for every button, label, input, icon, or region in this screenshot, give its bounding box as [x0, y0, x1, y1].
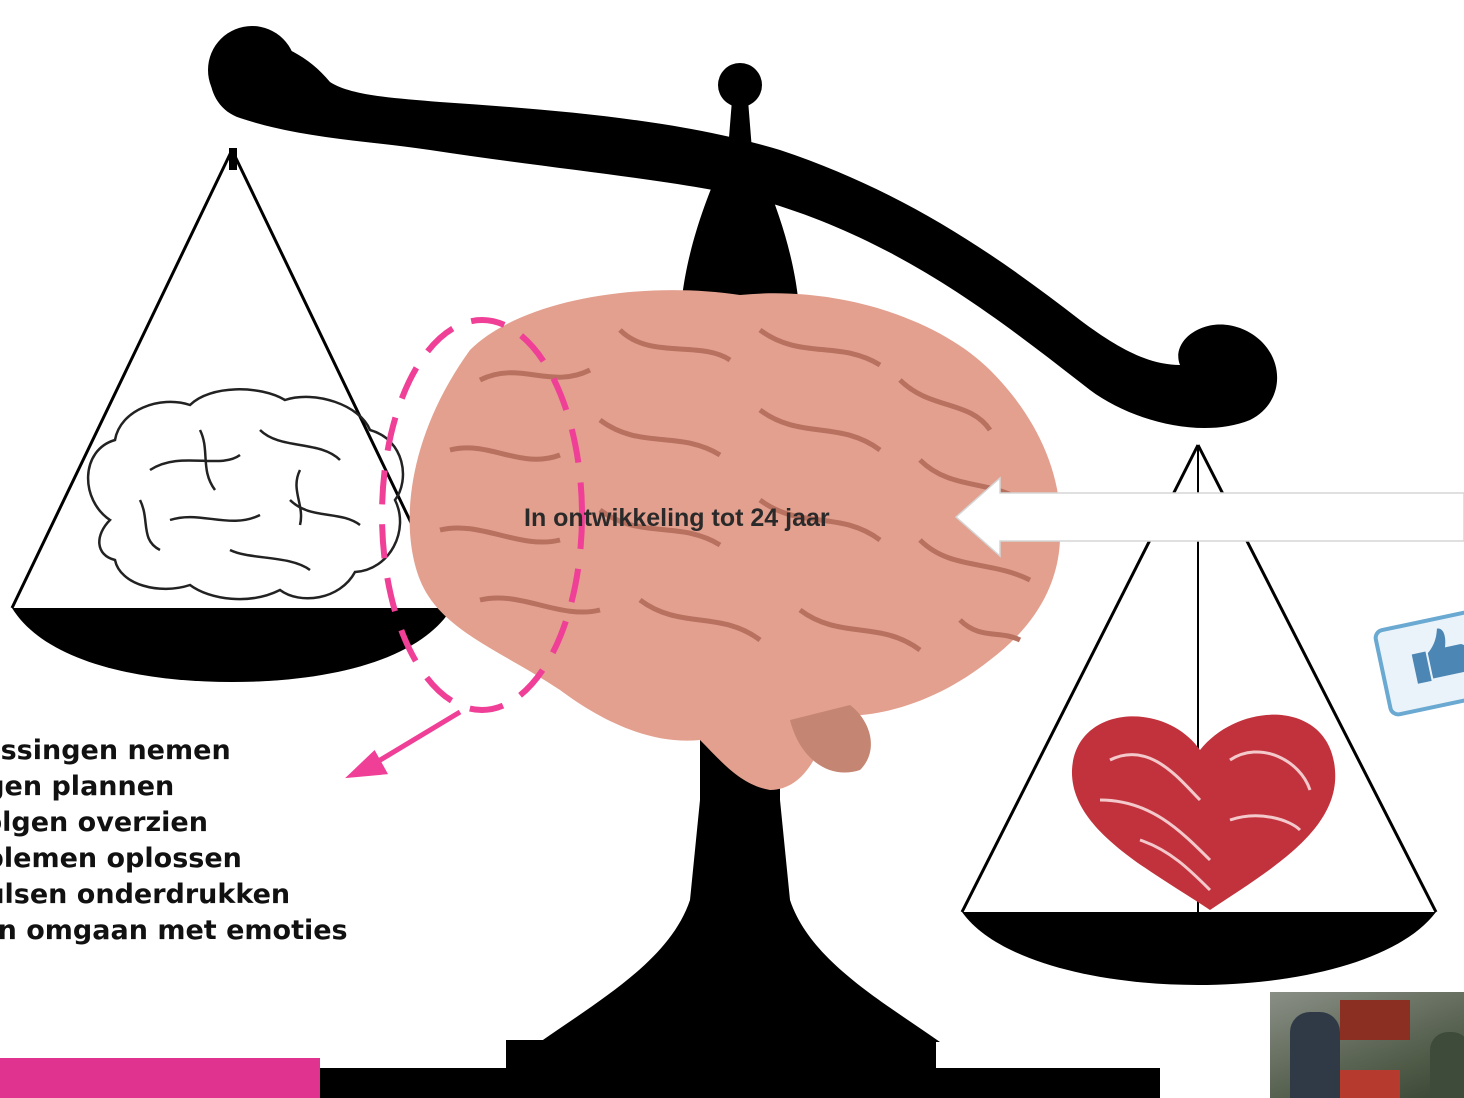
- list-item: slissingen nemen: [0, 733, 348, 769]
- list-item: oblemen oplossen: [0, 841, 348, 877]
- executive-functions-list: slissingen nemen ngen plannen volgen ove…: [0, 733, 348, 949]
- list-item: volgen overzien: [0, 805, 348, 841]
- brain-photo: [410, 290, 1061, 790]
- list-item: ren omgaan met emoties: [0, 913, 348, 949]
- list-item: ngen plannen: [0, 769, 348, 805]
- highlight-arrow: [352, 712, 460, 775]
- fingerprint-heart-icon: [1072, 715, 1335, 910]
- brain-outline-icon: [88, 389, 403, 599]
- corner-photo: [1270, 992, 1464, 1098]
- list-item: pulsen onderdrukken: [0, 877, 348, 913]
- scale-beam-knob-left: [208, 26, 296, 114]
- development-callout-label: In ontwikkeling tot 24 jaar: [524, 504, 830, 533]
- pink-shape: [0, 1058, 320, 1098]
- left-pan: [12, 148, 452, 682]
